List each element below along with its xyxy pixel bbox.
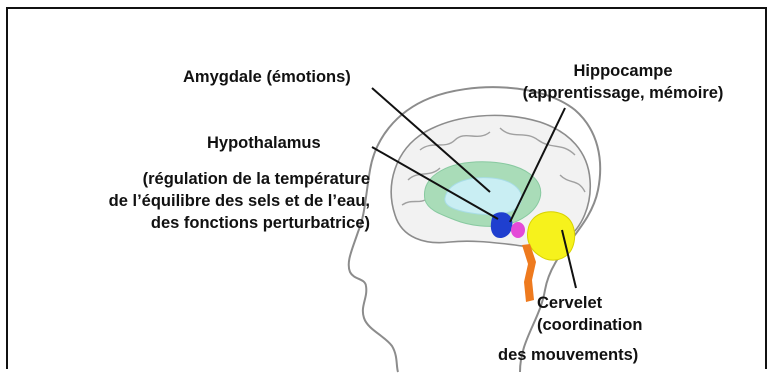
hypothalamus-description: (régulation de la température de l’équil… [10, 168, 370, 234]
hypothalamus-desc-line3: des fonctions perturbatrice) [10, 212, 370, 234]
cerebellum-title: Cervelet [537, 292, 642, 314]
hippocampus-title: Hippocampe [478, 60, 768, 82]
cerebellum-label: Cervelet (coordination [537, 292, 642, 336]
hippocampus-label: Hippocampe (apprentissage, mémoire) [478, 60, 768, 104]
brainstem-orange [522, 244, 536, 302]
cerebellum-subtitle-2: des mouvements) [498, 344, 638, 366]
cerebellum-subtitle-1: (coordination [537, 314, 642, 336]
hypothalamus-magenta [511, 222, 525, 238]
hippocampus-subtitle: (apprentissage, mémoire) [478, 82, 768, 104]
hypothalamus-desc-line2: de l’équilibre des sels et de l’eau, [10, 190, 370, 212]
hypothalamus-desc-line1: (régulation de la température [10, 168, 370, 190]
hypothalamus-title: Hypothalamus [207, 132, 321, 154]
amygdala-label: Amygdale (émotions) [183, 66, 351, 88]
